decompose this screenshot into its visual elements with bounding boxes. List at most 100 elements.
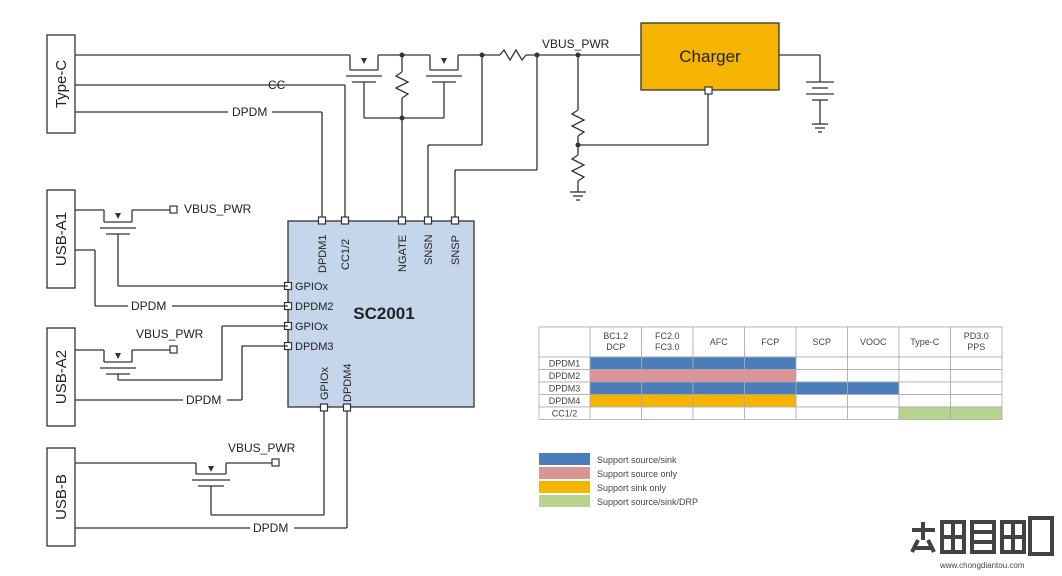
table-row-label: DPDM2 <box>549 371 581 381</box>
usb-a2-wiring: VBUS_PWR DPDM <box>75 325 288 407</box>
vbus-pwr-label-a1: VBUS_PWR <box>184 202 252 216</box>
table-cell <box>950 369 1003 383</box>
legend-text: Support source/sink <box>597 455 677 465</box>
type-c-wiring: CC DPDM <box>75 54 350 220</box>
pin-snsp: SNSP <box>450 235 462 265</box>
table-cell <box>692 381 745 395</box>
legend-text: Support source only <box>597 469 678 479</box>
table-header-text: PD3.0 <box>964 331 989 341</box>
table-cell <box>795 406 848 420</box>
pin-dpdm1: DPDM1 <box>317 234 329 273</box>
pin-gpiox-2: GPIOx <box>295 321 329 333</box>
table-cell <box>744 356 797 370</box>
table-cell <box>589 369 642 383</box>
power-path-fets: VBUS_PWR <box>346 37 640 220</box>
battery-symbol <box>779 54 834 133</box>
table-cell <box>692 369 745 383</box>
table-cell <box>898 356 951 370</box>
usb-a1-label: USB-A1 <box>53 212 70 266</box>
usb-a1-wiring: VBUS_PWR DPDM <box>75 202 288 313</box>
voltage-divider <box>570 52 709 201</box>
usb-a2-label: USB-A2 <box>53 350 70 404</box>
cc-net-label: CC <box>268 78 286 92</box>
table-cell <box>744 394 797 408</box>
pin-gpiox-1: GPIOx <box>295 281 329 293</box>
table-cell <box>795 356 848 370</box>
table-cell <box>589 381 642 395</box>
chip-name: SC2001 <box>353 304 414 323</box>
table-header-text: PPS <box>967 342 985 352</box>
table-cell <box>950 356 1003 370</box>
table-header-text: BC1.2 <box>603 331 628 341</box>
table-cell <box>795 381 848 395</box>
table-header-text: DCP <box>606 342 625 352</box>
watermark-logo <box>910 516 1054 556</box>
vbus-pwr-label-a2: VBUS_PWR <box>136 327 204 341</box>
table-cell <box>589 394 642 408</box>
dpdm-net-label-a1: DPDM <box>131 299 166 313</box>
table-header-text: AFC <box>710 337 729 347</box>
table-cell <box>847 394 900 408</box>
table-cell <box>898 369 951 383</box>
table-row-label: DPDM1 <box>549 359 581 369</box>
table-corner-cell <box>538 326 591 358</box>
table-header-text: VOOC <box>860 337 887 347</box>
dpdm-net-label-typec: DPDM <box>232 105 267 119</box>
table-header-cell <box>847 326 900 358</box>
table-cell <box>692 356 745 370</box>
table-header-text: FC2.0 <box>655 331 680 341</box>
table-cell <box>950 381 1003 395</box>
table-header-text: FC3.0 <box>655 342 680 352</box>
usb-b-connector: USB-B <box>46 447 76 547</box>
pin-dpdm4: DPDM4 <box>342 363 354 402</box>
pin-dpdm2: DPDM2 <box>295 301 334 313</box>
table-cell <box>898 394 951 408</box>
table-cell <box>847 381 900 395</box>
legend-swatch <box>539 453 590 465</box>
table-cell <box>847 356 900 370</box>
charger-block: Charger <box>640 22 780 95</box>
table-row-label: DPDM3 <box>549 384 581 394</box>
table-cell <box>641 406 694 420</box>
table-cell <box>847 406 900 420</box>
table-cell <box>950 406 1003 420</box>
type-c-connector: Type-C <box>46 34 76 134</box>
vbus-pwr-label-b: VBUS_PWR <box>228 441 296 455</box>
table-row-label: CC1/2 <box>552 409 578 419</box>
table-cell <box>641 394 694 408</box>
usb-a1-connector: USB-A1 <box>46 189 76 289</box>
table-cell <box>898 406 951 420</box>
legend-swatch <box>539 495 590 507</box>
table-cell <box>898 381 951 395</box>
vbus-pwr-label-main: VBUS_PWR <box>542 37 610 51</box>
table-cell <box>589 356 642 370</box>
dpdm-net-label-a2: DPDM <box>186 393 221 407</box>
watermark: www.chongdiantou.com <box>910 516 1054 570</box>
pin-ngate: NGATE <box>397 235 409 272</box>
pin-snsn: SNSN <box>423 234 435 265</box>
legend-swatch <box>539 467 590 479</box>
table-cell <box>744 381 797 395</box>
table-cell <box>744 369 797 383</box>
sc2001-chip: SC2001 DPDM1 CC1/2 NGATE SNSN SNSP GPIOx… <box>283 216 475 412</box>
table-header-text: SCP <box>812 337 831 347</box>
pin-cc12: CC1/2 <box>340 239 352 270</box>
table-header-cell <box>744 326 797 358</box>
table-cell <box>641 369 694 383</box>
table-cell <box>795 369 848 383</box>
charger-label: Charger <box>679 47 741 66</box>
type-c-label: Type-C <box>53 60 70 109</box>
table-cell <box>641 381 694 395</box>
watermark-url: www.chongdiantou.com <box>939 561 1025 570</box>
table-header-text: FCP <box>761 337 779 347</box>
usb-b-wiring: VBUS_PWR DPDM <box>75 411 348 535</box>
legend-swatch <box>539 481 590 493</box>
dpdm-net-label-b: DPDM <box>253 521 288 535</box>
usb-a2-connector: USB-A2 <box>46 327 76 427</box>
usb-b-label: USB-B <box>53 474 70 520</box>
pin-gpiox-3: GPIOx <box>319 366 331 400</box>
table-cell <box>847 369 900 383</box>
